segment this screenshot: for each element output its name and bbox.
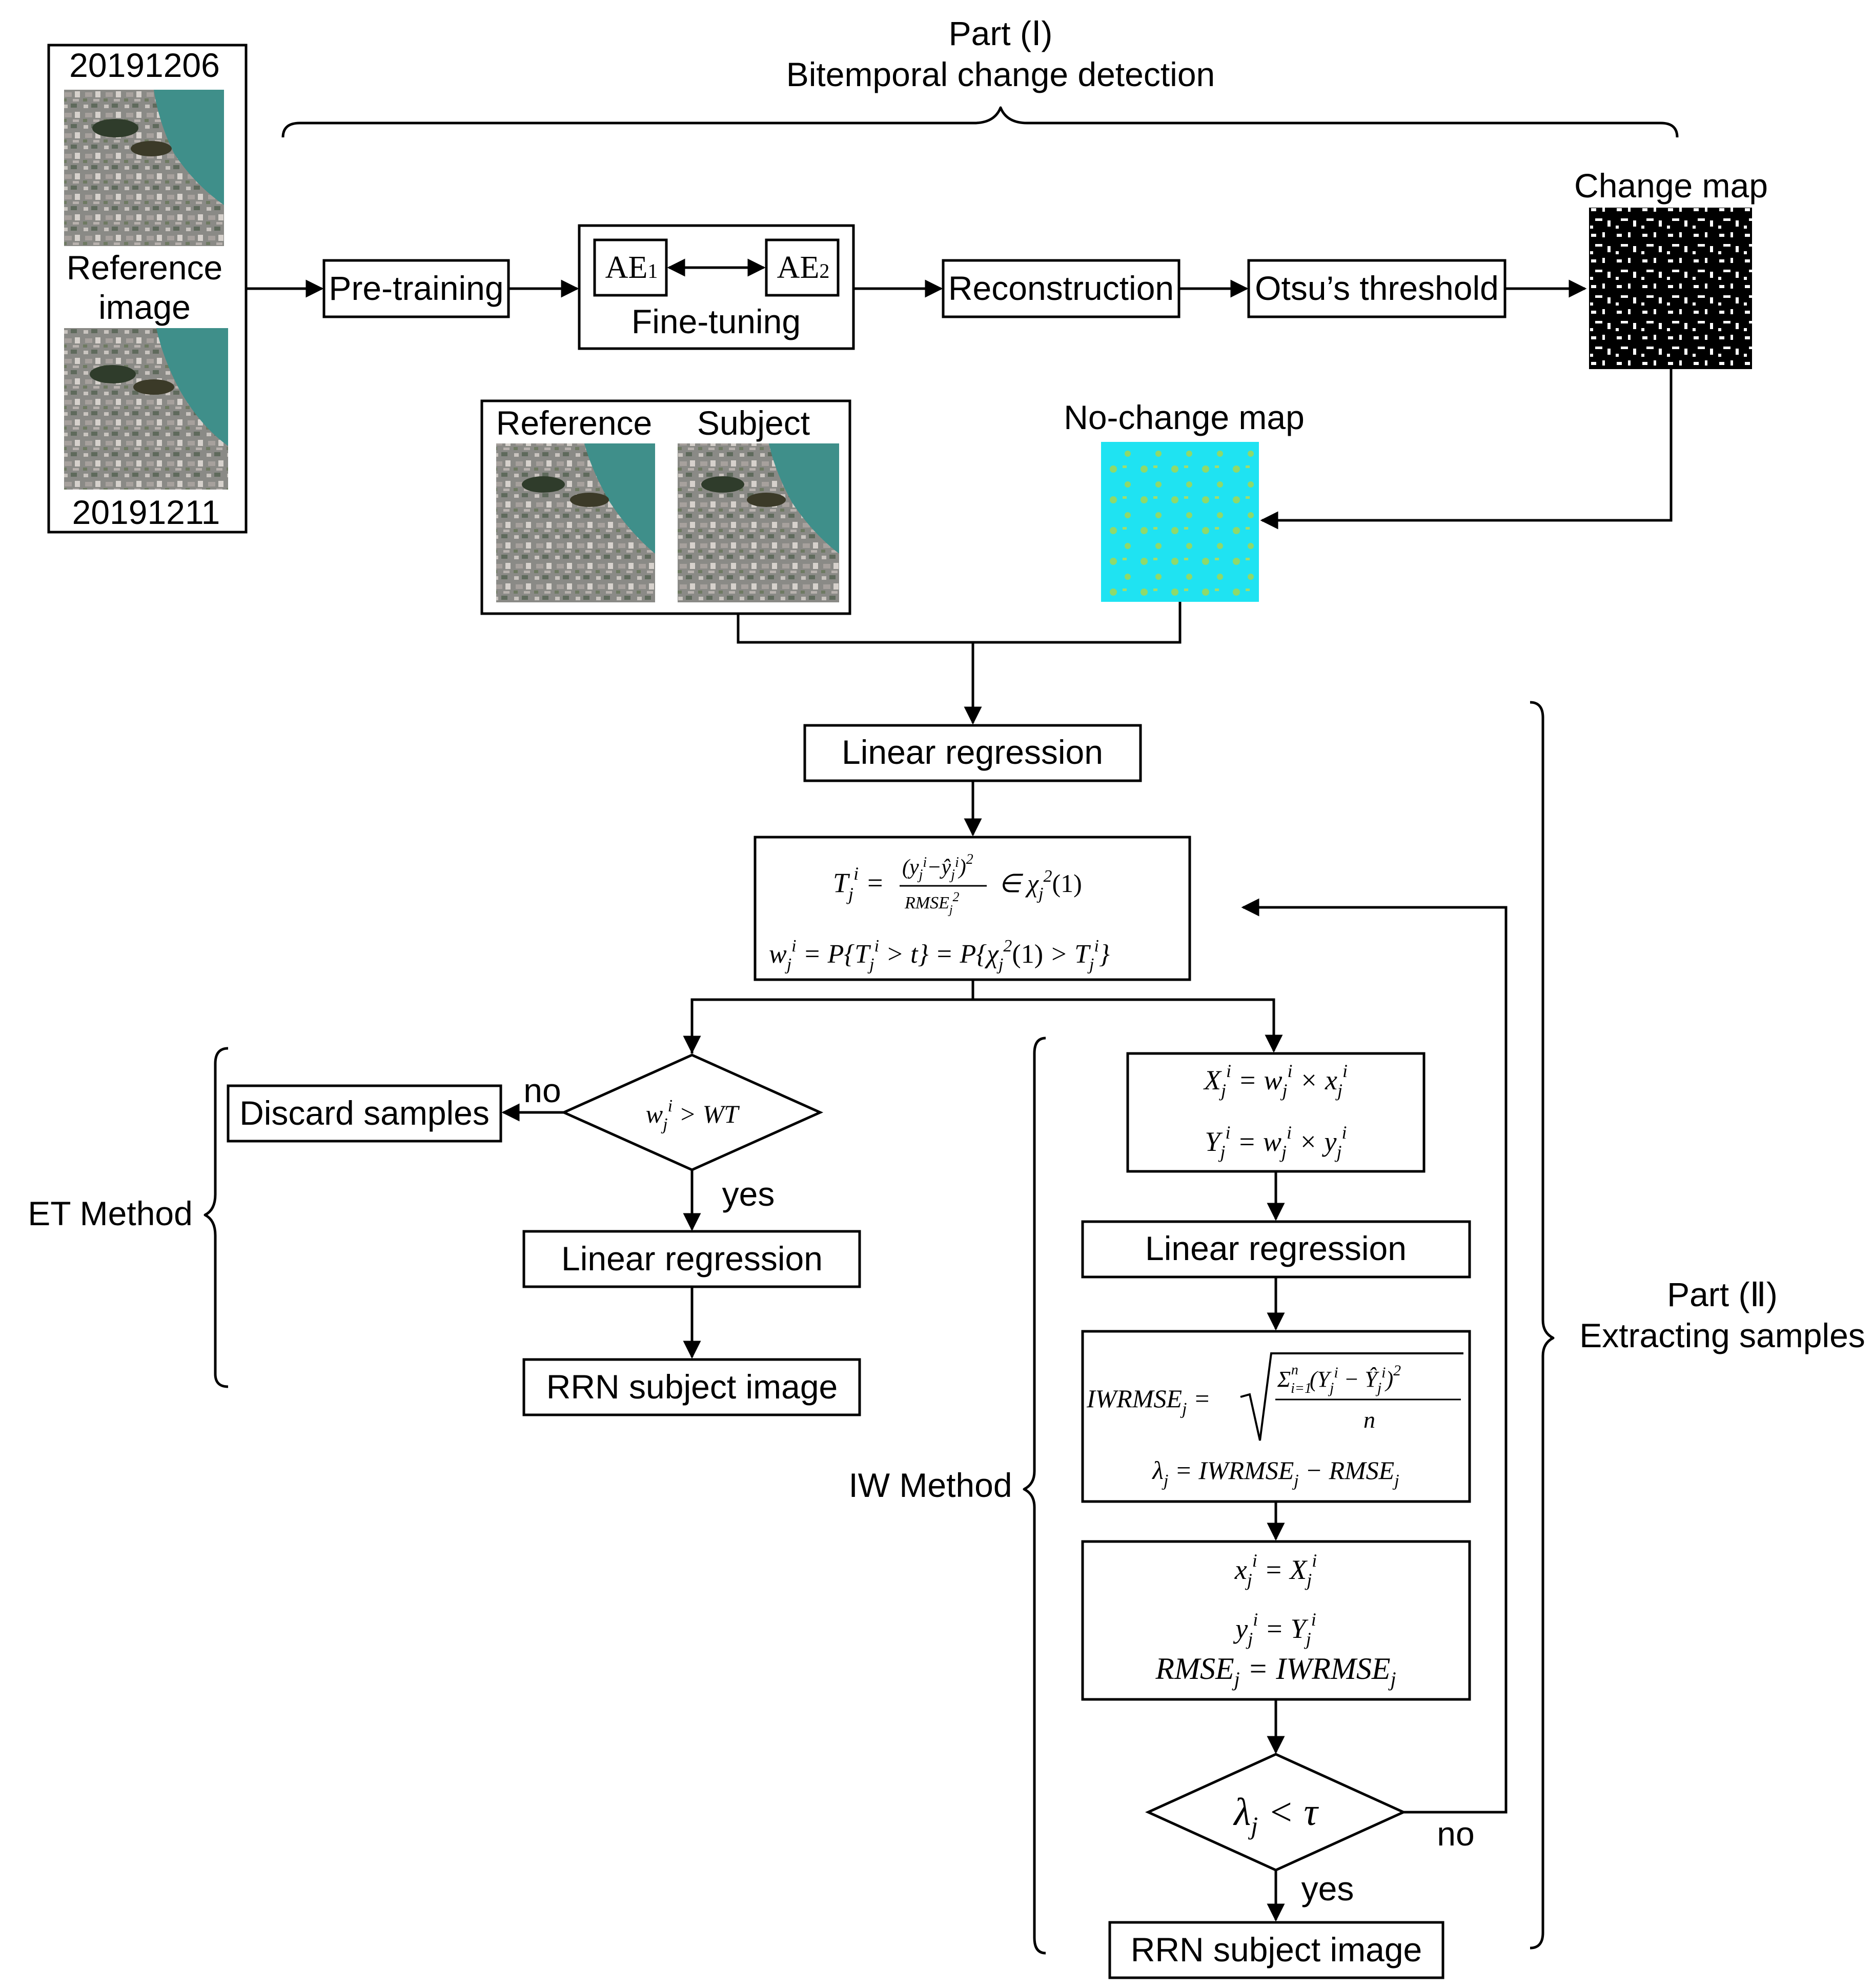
reference-image-top [64, 90, 224, 246]
test-box [754, 836, 1191, 981]
iw-update-eq1: xji = Xji [1234, 1550, 1317, 1590]
ae2-label-group: AE2 [777, 250, 830, 285]
test-eq2: wji = P{Tji > t} = P{χj2(1) > Tji} [769, 937, 1110, 974]
input-date-bottom: 20191211 [72, 493, 220, 531]
otsu-label: Otsu’s threshold [1255, 269, 1499, 307]
ae1-label-group: AE1 [605, 250, 658, 285]
ae1-box [593, 238, 668, 297]
part1-brace [281, 106, 1679, 138]
iw-lr-label: Linear regression [1145, 1229, 1407, 1267]
input-label-line1: Reference [67, 249, 223, 287]
svg-text:∈ χj2(1): ∈ χj2(1) [999, 867, 1082, 903]
et-lr-box [522, 1230, 861, 1288]
pretraining-box [322, 259, 510, 318]
svg-text:IWRMSEj =: IWRMSEj = [1086, 1384, 1211, 1418]
et-rrn-label: RRN subject image [546, 1368, 838, 1406]
pair-reference-image [496, 443, 655, 602]
iw-update-eq2: yji = Yji [1233, 1609, 1316, 1649]
svg-text:(yji−ŷji)2: (yji−ŷji)2 [902, 851, 973, 883]
iw-brace [1023, 1037, 1046, 1955]
pair-subject-image [678, 443, 839, 602]
nochange-map-image [1101, 442, 1259, 602]
nochange-map-label: No-change map [1064, 398, 1305, 436]
input-date-top: 20191206 [69, 46, 220, 84]
et-no-label: no [523, 1071, 561, 1109]
iw-update-box [1081, 1540, 1471, 1701]
pair-reference-label: Reference [496, 404, 653, 442]
pair-subject-label: Subject [697, 404, 810, 442]
linear-regression-main-label: Linear regression [842, 733, 1103, 771]
et-lr-label: Linear regression [561, 1240, 823, 1277]
change-map-image [1589, 208, 1752, 369]
input-label-line2: image [98, 288, 191, 326]
reconstruction-box [942, 259, 1180, 318]
et-condition: wji > WT [646, 1097, 740, 1134]
merge-connector [737, 602, 1182, 644]
et-brace [203, 1047, 229, 1388]
change-map-label: Change map [1574, 167, 1768, 205]
iw-yes-label: yes [1301, 1870, 1354, 1908]
part1-subtitle: Bitemporal change detection [786, 55, 1215, 93]
iw-rrn-box [1108, 1921, 1444, 1979]
pretraining-label: Pre-training [329, 269, 503, 307]
et-yes-label: yes [722, 1175, 775, 1213]
svg-text:Tji =: Tji = [833, 863, 884, 904]
iw-no-label: no [1437, 1815, 1474, 1853]
ae2-box [765, 238, 840, 297]
iw-update-eq3: RMSEj = IWRMSEj [1155, 1652, 1396, 1691]
svg-text:n: n [1363, 1407, 1375, 1433]
subject-image-bottom [64, 328, 228, 490]
otsu-box [1247, 259, 1506, 318]
iw-lambda-eq: λj = IWRMSEj − RMSEj [1151, 1456, 1399, 1490]
part2-title: Part (Ⅱ) [1667, 1275, 1778, 1313]
iw-rmse-eq: IWRMSEj = Σi=1n(Yji − Ŷji)2 n [1086, 1352, 1463, 1441]
et-rrn-box [522, 1358, 861, 1416]
discard-box [227, 1084, 502, 1143]
arrow-changemap-nochange [1260, 369, 1673, 530]
split-connector [690, 998, 1275, 1053]
ae1-label: AE [605, 250, 648, 285]
part2-subtitle: Extracting samples [1579, 1316, 1865, 1354]
ae2-label: AE [777, 250, 820, 285]
finetuning-label: Fine-tuning [632, 302, 801, 340]
part1-title: Part (Ⅰ) [949, 14, 1053, 52]
reconstruction-label: Reconstruction [948, 269, 1174, 307]
iw-loop-back [1241, 898, 1508, 1814]
test-eq1: Tji = (yji−ŷji)2 RMSEj2 ∈ χj2(1) [833, 851, 1082, 917]
iw-method-label: IW Method [848, 1466, 1012, 1504]
iw-lr-box [1081, 1220, 1471, 1279]
ae2-sub: 2 [819, 259, 829, 282]
et-method-label: ET Method [28, 1194, 193, 1232]
iw-rrn-label: RRN subject image [1131, 1931, 1422, 1969]
iw-condition: λj < τ [1233, 1791, 1319, 1840]
iw-weight-box [1126, 1052, 1426, 1173]
ae1-sub: 1 [647, 259, 658, 282]
discard-label: Discard samples [239, 1094, 490, 1132]
part2-brace [1530, 701, 1555, 1950]
